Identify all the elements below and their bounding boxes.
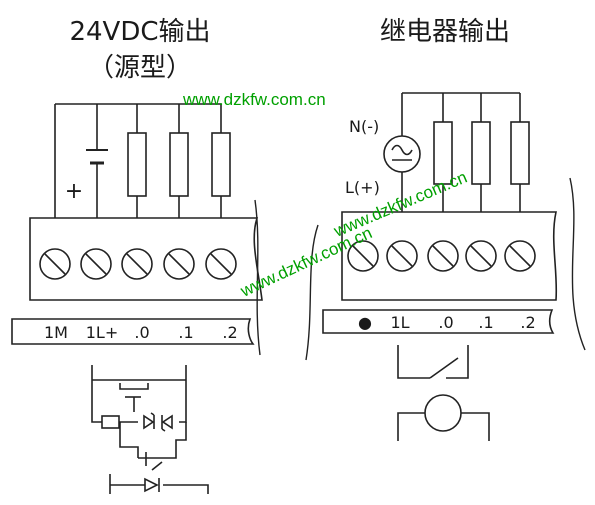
right-title: 继电器输出 xyxy=(380,17,510,47)
left-loads xyxy=(127,132,231,197)
zener-diodes xyxy=(143,412,173,432)
right-screw-row xyxy=(347,240,536,272)
screw-terminal xyxy=(163,248,195,280)
left-terminal-labels: 1M 1L+ .0 .1 .2 xyxy=(44,323,238,342)
terminal-label-1l-plus: 1L+ xyxy=(86,323,119,342)
left-subtitle: （源型） xyxy=(88,53,192,83)
ac-source-symbol xyxy=(383,135,421,173)
left-title: 24VDC输出 xyxy=(69,17,210,47)
relay-contact-symbol xyxy=(397,345,469,379)
left-internal-circuit xyxy=(91,365,209,494)
terminal-label-2: .2 xyxy=(222,323,237,342)
left-label-strip xyxy=(11,318,255,345)
load-resistor xyxy=(510,121,530,185)
right-terminal-labels: ● 1L .0 .1 .2 xyxy=(358,313,536,332)
terminal-label-2: .2 xyxy=(520,313,535,332)
relay-coil-symbol xyxy=(397,394,490,441)
left-screw-row xyxy=(39,248,237,280)
screw-terminal xyxy=(427,240,459,272)
screw-terminal xyxy=(80,248,112,280)
right-loads xyxy=(433,121,530,185)
battery-symbol xyxy=(86,149,108,165)
terminal-label-bullet: ● xyxy=(358,313,372,332)
n-minus-label: N(-) xyxy=(349,117,379,136)
screw-terminal xyxy=(504,240,536,272)
terminal-label-1m: 1M xyxy=(44,323,68,342)
load-resistor xyxy=(211,132,231,197)
terminal-label-0: .0 xyxy=(438,313,453,332)
right-border-left-curve xyxy=(305,224,319,361)
watermark-text: www.dzkfw.com.cn xyxy=(182,90,326,109)
internal-resistor xyxy=(101,415,120,429)
phototransistor xyxy=(138,452,163,471)
load-resistor xyxy=(433,121,453,185)
plus-label: + xyxy=(65,179,83,204)
terminal-label-0: .0 xyxy=(134,323,149,342)
load-resistor xyxy=(127,132,147,197)
load-resistor xyxy=(169,132,189,197)
terminal-label-1: .1 xyxy=(478,313,493,332)
screw-terminal xyxy=(39,248,71,280)
load-resistor xyxy=(471,121,491,185)
l-plus-label: L(+) xyxy=(345,178,380,197)
right-label-strip xyxy=(322,309,555,334)
terminal-label-1: .1 xyxy=(178,323,193,342)
right-load-circuit xyxy=(401,92,521,215)
screw-terminal xyxy=(347,240,379,272)
screw-terminal xyxy=(121,248,153,280)
screw-terminal xyxy=(386,240,418,272)
terminal-label-1l: 1L xyxy=(390,313,409,332)
screw-terminal xyxy=(465,240,497,272)
left-load-circuit xyxy=(54,103,222,218)
screw-terminal xyxy=(205,248,237,280)
left-border-curve xyxy=(254,199,261,356)
led-symbol xyxy=(144,477,160,493)
right-border-right-curve xyxy=(569,177,586,351)
